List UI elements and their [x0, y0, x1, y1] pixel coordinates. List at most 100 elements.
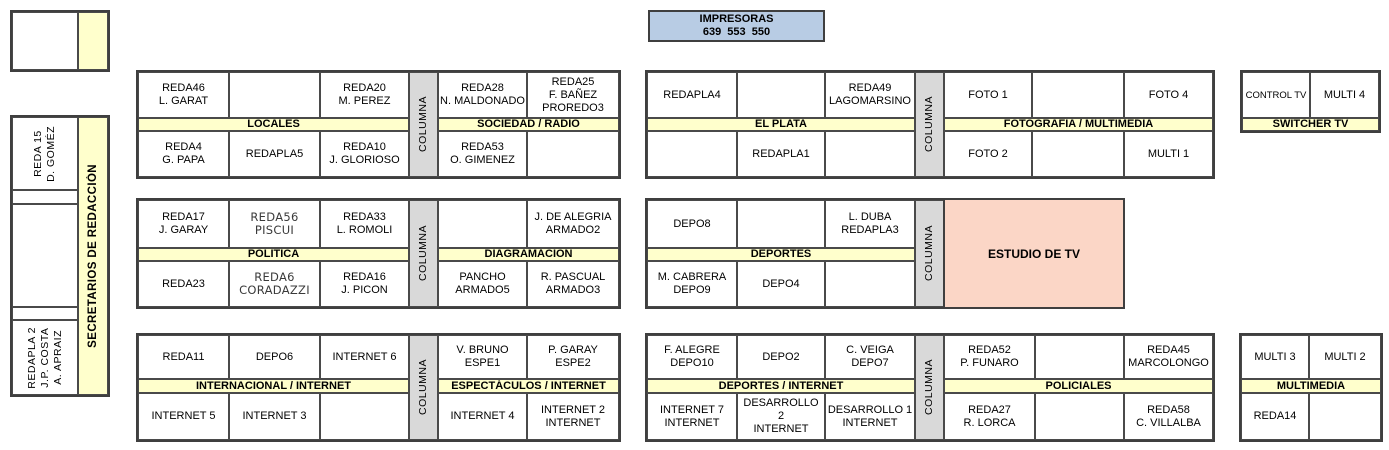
- section-band-switcher: SWITCHER TV: [1242, 118, 1379, 131]
- empty-desk-cell: [320, 393, 409, 440]
- desk-cell: REDA4 G. PAPA: [138, 131, 229, 177]
- columna-label: COLUMNA: [923, 359, 935, 416]
- section-band-policiales: POLICIALES: [944, 379, 1213, 393]
- desk-cell: REDA58 C. VILLALBA: [1124, 393, 1213, 440]
- empty-desk-cell: [1309, 393, 1381, 440]
- block-politica-diagramacion: REDA17 J. GARAY REDA56 PISCUI REDA33 L. …: [136, 198, 621, 309]
- columna-strip: COLUMNA: [915, 200, 944, 307]
- desk-cell: REDA10 J. GLORIOSO: [320, 131, 409, 177]
- desk-cell: REDA46 L. GARAT: [138, 72, 229, 118]
- empty-desk-cell: [438, 200, 527, 248]
- empty-desk-cell: [737, 200, 825, 248]
- section-band-espectaculos: ESPECTÁCULOS / INTERNET: [438, 379, 619, 393]
- desk-cell: REDA56 PISCUI: [229, 200, 320, 248]
- empty-desk-cell: [825, 131, 915, 177]
- block-elplata-foto: REDAPLA4 REDA49 LAGOMARSINO COLUMNA FOTO…: [645, 70, 1215, 179]
- section-band-locales: LOCALES: [138, 118, 409, 131]
- desk-cell: MULTI 3: [1241, 335, 1309, 379]
- empty-desk-cell: [1032, 72, 1124, 118]
- secretarios-strip: SECRETARIOS DE REDACCIÓN: [78, 117, 108, 395]
- desk-cell-redapla2: REDAPLA 2 J.P. COSTA A. APRAIZ: [12, 320, 78, 395]
- empty-desk-cell: [12, 204, 78, 307]
- columna-label: COLUMNA: [923, 96, 935, 153]
- desk-cell: DEPO8: [647, 200, 737, 248]
- desk-cell: REDA17 J. GARAY: [138, 200, 229, 248]
- empty-desk-cell: [825, 261, 915, 307]
- desk-cell: P. GARAY ESPE2: [527, 335, 619, 379]
- desk-cell: INTERNET 5: [138, 393, 229, 440]
- desk-cell: REDAPLA1: [737, 131, 825, 177]
- desk-cell: REDA33 L. ROMOLI: [320, 200, 409, 248]
- desk-cell: REDA6 CORADAZZI: [229, 261, 320, 307]
- desk-cell: MULTI 1: [1124, 131, 1213, 177]
- printer-title: IMPRESORAS: [699, 13, 774, 25]
- block-switcher: CONTROL TV MULTI 4 SWITCHER TV: [1240, 70, 1381, 133]
- estudio-tv-room: ESTUDIO DE TV: [943, 198, 1125, 309]
- yellow-strip-cell: [78, 12, 108, 70]
- desk-cell: J. DE ALEGRIA ARMADO2: [527, 200, 619, 248]
- section-band-elplata: EL PLATA: [647, 118, 915, 131]
- empty-desk-cell: [229, 72, 320, 118]
- desk-cell: MULTI 2: [1309, 335, 1381, 379]
- desk-cell: DESARROLLO 1 INTERNET: [825, 393, 915, 440]
- estudio-label: ESTUDIO DE TV: [987, 246, 1080, 261]
- empty-desk-cell: [737, 72, 825, 118]
- columna-label: COLUMNA: [417, 359, 429, 416]
- empty-desk-cell: [527, 131, 619, 177]
- desk-cell: M. CABRERA DEPO9: [647, 261, 737, 307]
- desk-cell: L. DUBA REDAPLA3: [825, 200, 915, 248]
- empty-desk-cell: [1032, 131, 1124, 177]
- desk-cell: C. VEIGA DEPO7: [825, 335, 915, 379]
- section-band-foto: FOTOGRAFÍA / MULTIMEDIA: [944, 118, 1213, 131]
- desk-cell: MULTI 4: [1310, 72, 1379, 118]
- desk-cell: INTERNET 2 INTERNET: [527, 393, 619, 440]
- spacer-cell: [12, 190, 78, 204]
- desk-cell: FOTO 2: [944, 131, 1032, 177]
- desk-cell: INTERNET 4: [438, 393, 527, 440]
- desk-cell: REDA25 F. BAÑEZ PROREDO3: [527, 72, 619, 118]
- desk-cell: R. PASCUAL ARMADO3: [527, 261, 619, 307]
- columna-label: COLUMNA: [923, 225, 935, 282]
- section-band-sociedad: SOCIEDAD / RADIO: [438, 118, 619, 131]
- secretarios-label: SECRETARIOS DE REDACCIÓN: [86, 164, 99, 348]
- block-deportesinternet-policiales: F. ALEGRE DEPO10 DEPO2 C. VEIGA DEPO7 CO…: [645, 333, 1215, 442]
- desk-cell: FOTO 1: [944, 72, 1032, 118]
- block-locales-sociedad: REDA46 L. GARAT REDA20 M. PEREZ COLUMNA …: [136, 70, 621, 179]
- desk-cell: DESARROLLO 2 INTERNET: [737, 393, 825, 440]
- secretarios-unit: REDA 15 D. GOMÉZ REDAPLA 2 J.P. COSTA A.…: [10, 115, 110, 397]
- desk-cell: FOTO 4: [1124, 72, 1213, 118]
- spacer-cell: [12, 307, 78, 320]
- desk-cell: REDAPLA5: [229, 131, 320, 177]
- desk-cell: INTERNET 3: [229, 393, 320, 440]
- section-band-diagramacion: DIAGRAMACIÓN: [438, 248, 619, 261]
- desk-cell: REDA52 P. FUNARO: [944, 335, 1035, 379]
- desk-cell: REDA20 M. PEREZ: [320, 72, 409, 118]
- section-band-deportesinternet: DEPORTES / INTERNET: [647, 379, 915, 393]
- desk-cell: REDA53 O. GIMENEZ: [438, 131, 527, 177]
- columna-label: COLUMNA: [417, 96, 429, 153]
- desk-cell: REDA49 LAGOMARSINO: [825, 72, 915, 118]
- desk-cell: REDA23: [138, 261, 229, 307]
- section-band-internacional: INTERNACIONAL / INTERNET: [138, 379, 409, 393]
- empty-desk-cell: [1035, 335, 1124, 379]
- columna-strip: COLUMNA: [915, 72, 944, 177]
- columna-strip: COLUMNA: [915, 335, 944, 440]
- empty-desk-cell: [12, 12, 78, 70]
- desk-cell: REDA14: [1241, 393, 1309, 440]
- desk-cell-reda15: REDA 15 D. GOMÉZ: [12, 117, 78, 190]
- desk-label: REDA 15 D. GOMÉZ: [32, 125, 57, 182]
- desk-cell: PANCHO ARMADO5: [438, 261, 527, 307]
- desk-cell: REDAPLA4: [647, 72, 737, 118]
- columna-strip: COLUMNA: [409, 72, 438, 177]
- columna-strip: COLUMNA: [409, 200, 438, 307]
- empty-desk-cell: [647, 131, 737, 177]
- section-band-multimedia: MULTIMEDIA: [1241, 379, 1381, 393]
- columna-strip: COLUMNA: [409, 335, 438, 440]
- empty-desk-cell: [1035, 393, 1124, 440]
- desk-cell: F. ALEGRE DEPO10: [647, 335, 737, 379]
- block-multimedia: MULTI 3 MULTI 2 MULTIMEDIA REDA14: [1239, 333, 1383, 442]
- desk-cell: INTERNET 6: [320, 335, 409, 379]
- printer-numbers: 639 553 550: [702, 26, 771, 38]
- desk-cell: DEPO6: [229, 335, 320, 379]
